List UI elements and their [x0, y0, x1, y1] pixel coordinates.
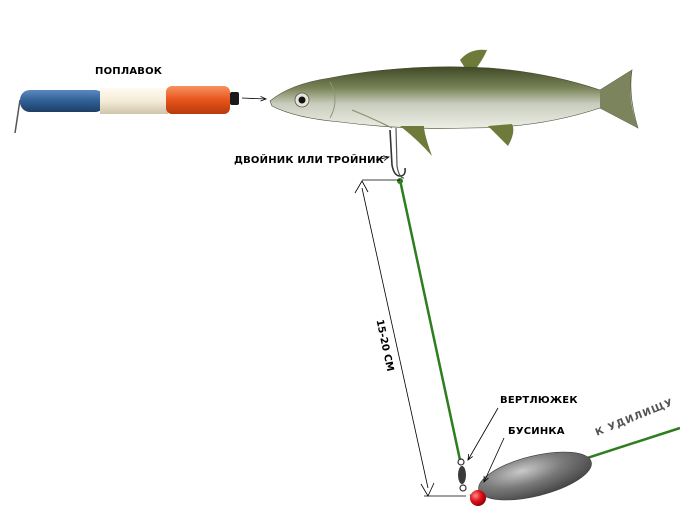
swivel-barrel	[458, 466, 466, 484]
fish-body	[269, 66, 639, 129]
dimension-arrow-bottom	[420, 482, 435, 497]
swivel-bottom-ring	[459, 484, 467, 492]
distance-dimension	[354, 179, 466, 497]
swivel-top-ring	[457, 458, 465, 466]
float-label: ПОПЛАВОК	[95, 66, 163, 77]
swivel-label: ВЕРТЛЮЖЕК	[500, 395, 578, 406]
hook-label: ДВОЙНИК ИЛИ ТРОЙНИК	[234, 155, 385, 166]
float	[14, 86, 239, 134]
sinker	[478, 451, 592, 501]
bead-arrow	[484, 437, 505, 482]
fish-tail	[600, 70, 638, 128]
fish-pelvic-fin	[400, 126, 432, 156]
float-antenna	[14, 99, 21, 134]
float-orange-segment	[166, 86, 230, 114]
swivel-arrow	[468, 407, 499, 460]
bait-fish	[269, 49, 639, 156]
hook	[389, 127, 406, 179]
fish-anal-fin	[488, 124, 514, 146]
fish-pupil	[298, 96, 306, 104]
dimension-arrow-top	[354, 180, 369, 194]
fish-pectoral-fin	[351, 109, 393, 129]
float-blue-segment	[20, 90, 105, 112]
leader-line	[398, 179, 462, 461]
bead-label: БУСИНКА	[508, 426, 565, 437]
fish-gill-cover	[329, 81, 336, 119]
swivel	[457, 458, 467, 492]
leader-knot	[397, 178, 403, 184]
hook-arrow	[375, 157, 389, 160]
float-arrow	[241, 98, 266, 99]
float-cream-segment	[100, 88, 168, 114]
bead	[470, 490, 486, 506]
dimension-line	[361, 187, 429, 489]
hook-shank-2	[395, 127, 405, 179]
float-tip	[230, 92, 239, 105]
